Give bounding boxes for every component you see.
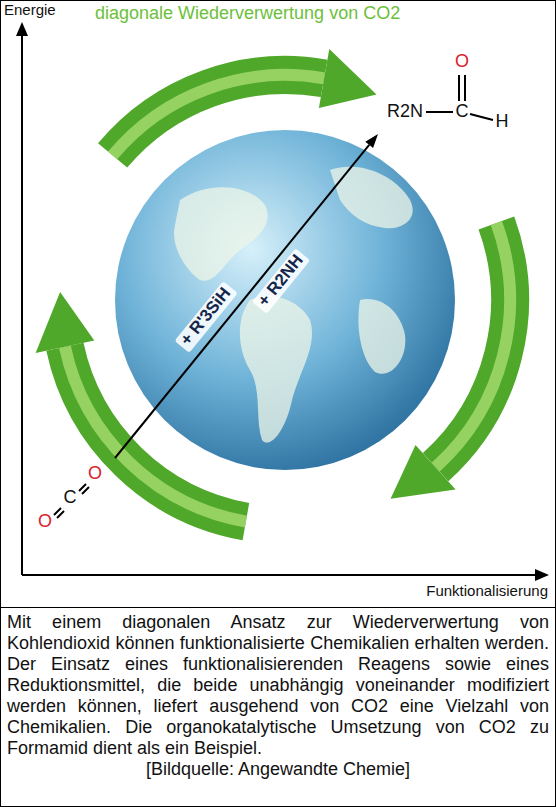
reagent-label: + R'3SiH — [175, 281, 238, 352]
figure-caption: Mit einem diagonalen Ansatz zur Wiederve… — [7, 612, 549, 759]
energy-axis — [21, 32, 23, 575]
atom-label: O — [38, 512, 52, 532]
atom-label: O — [455, 52, 469, 72]
recycling-arrows — [36, 49, 510, 522]
axis-label: Energie — [4, 2, 56, 19]
function-axis — [22, 574, 538, 576]
atom-label: O — [88, 464, 102, 484]
atom-label: H — [496, 112, 509, 132]
co2-bonds — [54, 484, 89, 518]
arrowhead — [365, 134, 378, 148]
atom-label: C — [64, 488, 77, 508]
axis-arrowhead — [535, 569, 549, 581]
continents — [174, 167, 413, 443]
reagent-label: + R2NH — [252, 248, 310, 313]
figure-title: diagonale Wiederverwertung von CO2 — [95, 4, 400, 24]
illustration — [0, 0, 556, 607]
globe — [115, 130, 455, 470]
axis-arrowhead — [16, 22, 28, 36]
diagonal-arrow — [115, 145, 369, 458]
source-note: [Bildquelle: Angewandte Chemie] — [146, 760, 410, 780]
atom-label: C — [456, 102, 469, 122]
axis-label: Funktionalisierung — [426, 583, 548, 600]
separator-line — [0, 607, 556, 608]
atom-label: R2N — [387, 102, 423, 122]
